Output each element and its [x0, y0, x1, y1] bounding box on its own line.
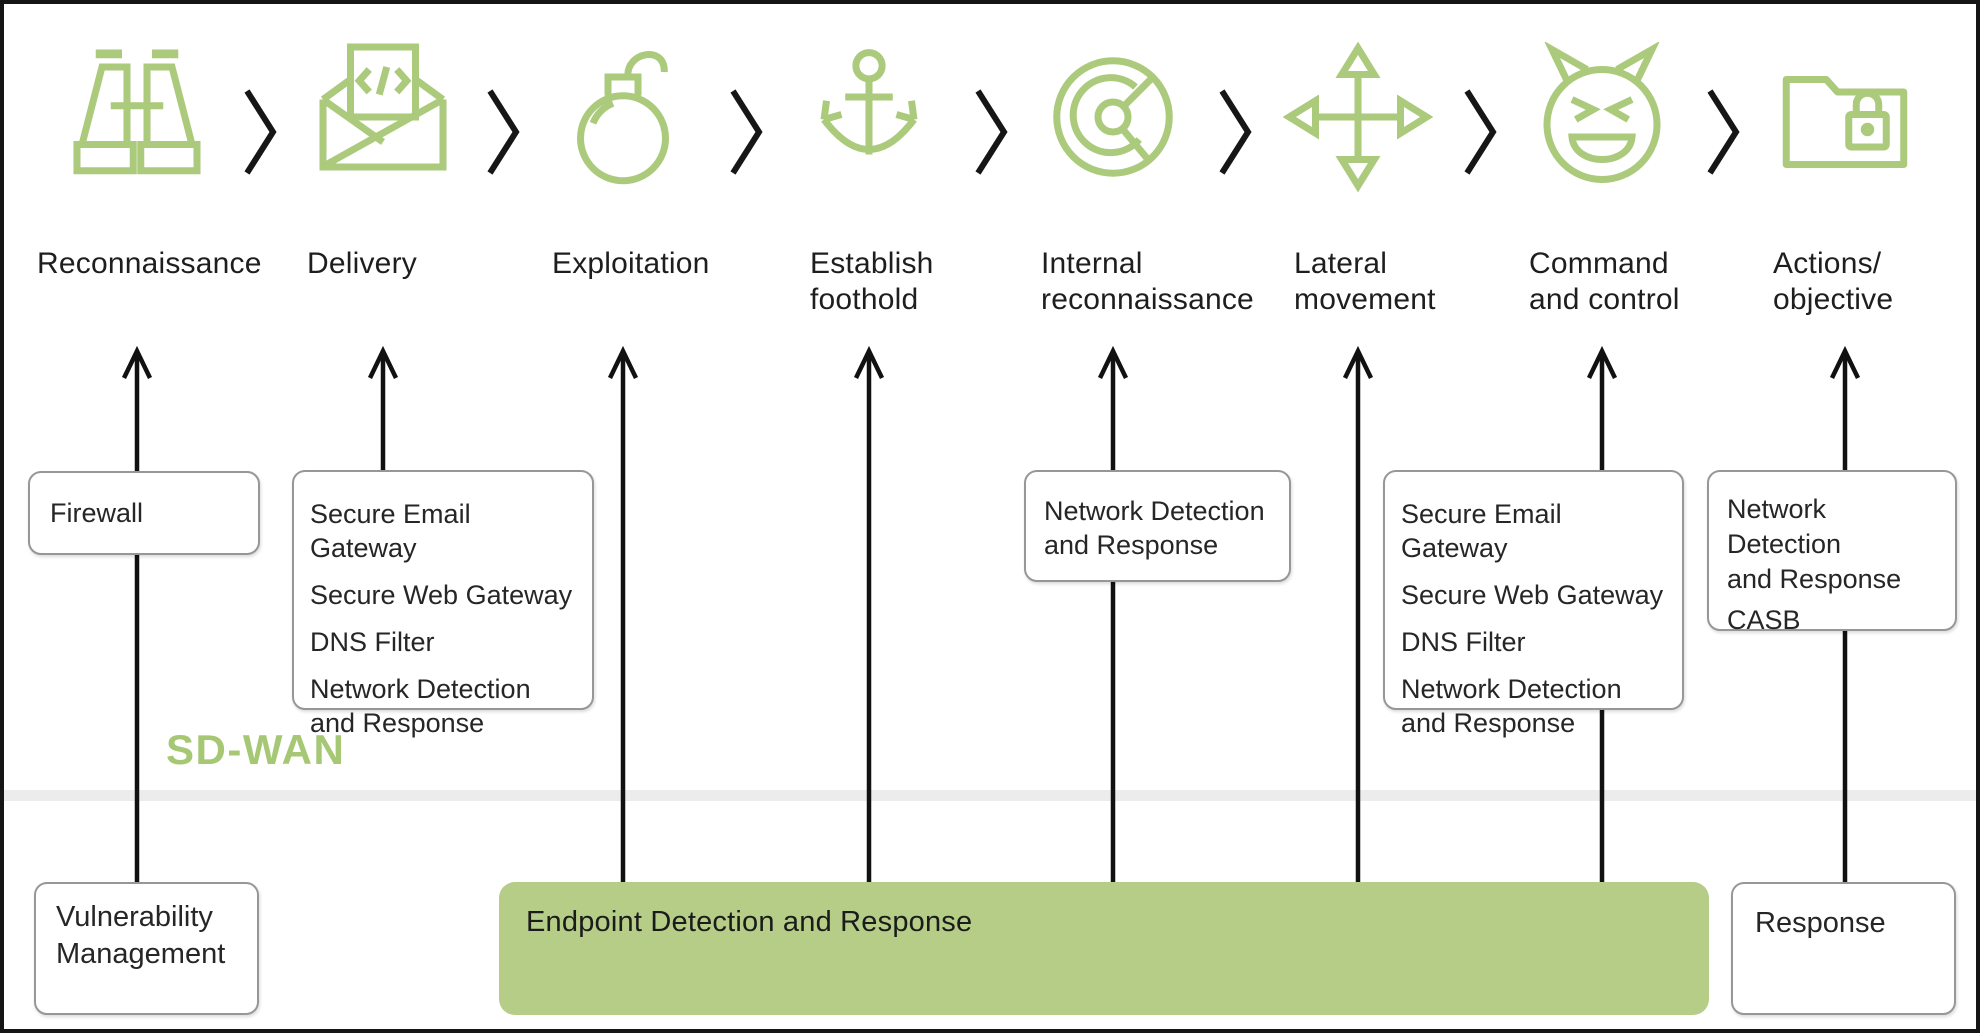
arrow-up-establish-foothold — [856, 351, 882, 882]
control-item: Secure Email Gateway — [1401, 497, 1666, 565]
stage-label-line: objective — [1773, 282, 1893, 318]
command-control-controls-box: Secure Email Gateway Secure Web Gateway … — [1383, 470, 1684, 710]
stage-label-lateral-movement: Lateralmovement — [1294, 246, 1436, 318]
vulnerability-management-box: Vulnerability Management — [34, 882, 259, 1015]
stage-label-line: Exploitation — [552, 246, 710, 282]
stage-label-exploitation: Exploitation — [552, 246, 710, 282]
stage-label-line: reconnaissance — [1041, 282, 1254, 318]
response-box: Response — [1731, 882, 1956, 1015]
control-item: Network Detection and Response — [1401, 672, 1666, 740]
edr-bar: Endpoint Detection and Response — [499, 882, 1709, 1015]
binoculars-icon — [62, 42, 212, 192]
devil-face-icon — [1527, 42, 1677, 192]
stage-label-line: Delivery — [307, 246, 417, 282]
stage-label-line: and control — [1529, 282, 1680, 318]
stage-label-line: Actions/ — [1773, 246, 1893, 282]
move-arrows-icon — [1283, 42, 1433, 192]
stage-label-line: foothold — [810, 282, 934, 318]
arrow-up-lateral-movement — [1345, 351, 1371, 882]
folder-lock-icon — [1770, 42, 1920, 192]
control-item: CASB — [1727, 603, 1941, 638]
radar-icon — [1038, 42, 1188, 192]
stage-label-line: Command — [1529, 246, 1680, 282]
chevron-separator-icon — [726, 86, 766, 178]
control-item: Network Detection and Response — [1044, 494, 1273, 562]
arrow-up-internal-reconnaissance — [1100, 351, 1126, 882]
stage-label-command-and-control: Commandand control — [1529, 246, 1680, 318]
chevron-separator-icon — [1215, 86, 1255, 178]
arrow-up-reconnaissance — [124, 351, 150, 882]
control-item: Secure Web Gateway — [310, 578, 576, 612]
control-item: DNS Filter — [1401, 625, 1666, 659]
control-item: Vulnerability Management — [56, 899, 243, 973]
actions-controls-box: Network Detection and Response CASB — [1707, 470, 1957, 631]
anchor-icon — [794, 42, 944, 192]
stage-label-line: movement — [1294, 282, 1436, 318]
stage-label-line: Lateral — [1294, 246, 1436, 282]
stage-label-line: Establish — [810, 246, 934, 282]
chevron-separator-icon — [1460, 86, 1500, 178]
control-item: Network Detection and Response — [310, 672, 576, 740]
chevron-separator-icon — [240, 86, 280, 178]
arrow-up-exploitation — [610, 351, 636, 882]
control-item: Network Detection and Response — [1727, 492, 1941, 597]
stage-label-reconnaissance: Reconnaissance — [37, 246, 262, 282]
firewall-box: Firewall — [28, 471, 260, 555]
stage-label-line: Reconnaissance — [37, 246, 262, 282]
control-item: Response — [1755, 906, 1944, 940]
chevron-separator-icon — [971, 86, 1011, 178]
control-item: Secure Email Gateway — [310, 497, 576, 565]
stage-label-internal-reconnaissance: Internalreconnaissance — [1041, 246, 1254, 318]
control-item: DNS Filter — [310, 625, 576, 659]
internal-recon-controls-box: Network Detection and Response — [1024, 470, 1291, 582]
control-item: Firewall — [50, 496, 143, 530]
chevron-separator-icon — [1703, 86, 1743, 178]
stage-label-delivery: Delivery — [307, 246, 417, 282]
edr-label: Endpoint Detection and Response — [526, 906, 972, 938]
chevron-separator-icon — [483, 86, 523, 178]
delivery-controls-box: Secure Email Gateway Secure Web Gateway … — [292, 470, 594, 710]
control-item: Secure Web Gateway — [1401, 578, 1666, 612]
stage-label-actions-objective: Actions/objective — [1773, 246, 1893, 318]
stage-label-establish-foothold: Establishfoothold — [810, 246, 934, 318]
stage-label-line: Internal — [1041, 246, 1254, 282]
envelope-code-icon — [308, 42, 458, 192]
bomb-icon — [548, 42, 698, 192]
